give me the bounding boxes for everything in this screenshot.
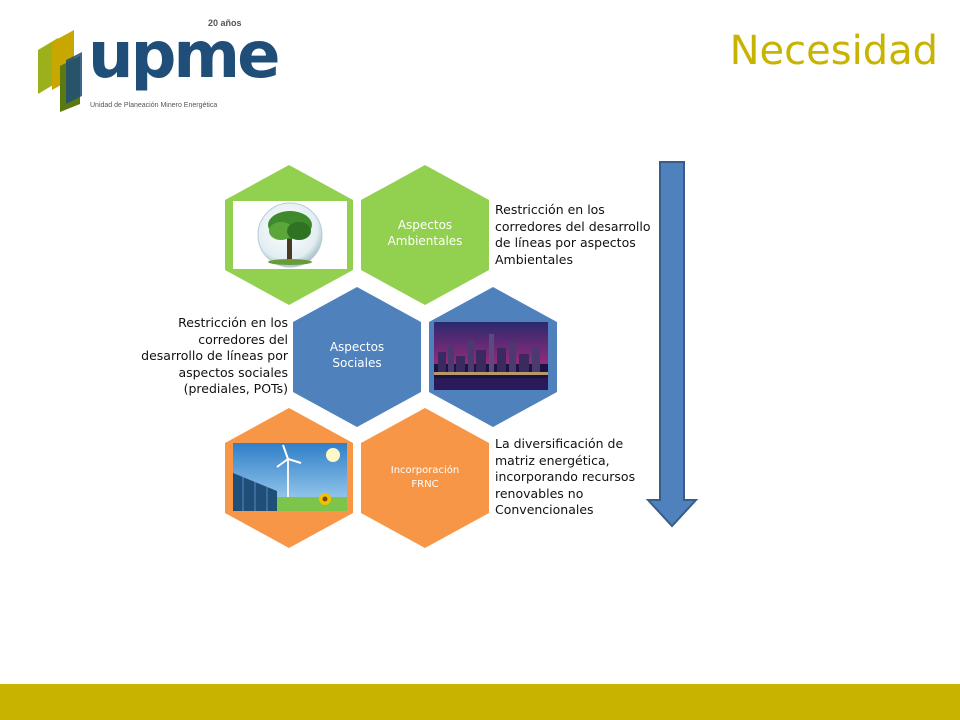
- footer-bar: [0, 684, 960, 720]
- hex-label: Aspectos Ambientales: [387, 218, 463, 248]
- upme-logo: upme 20 años Unidad de Planeación Minero…: [30, 14, 280, 114]
- hex-aspectos-ambientales: Aspectos Ambientales: [361, 165, 489, 305]
- hex-tree-photo: [225, 165, 353, 305]
- hex-incorporacion-frnc: Incorporación FRNC: [361, 408, 489, 548]
- logo-mark-icon: [38, 30, 82, 112]
- logo-wordmark: upme: [88, 19, 280, 93]
- logo-anniversary: 20 años: [208, 18, 242, 28]
- hex-renewables-photo: [225, 408, 353, 548]
- hex-aspectos-sociales: Aspectos Sociales: [293, 287, 421, 427]
- note-frnc: La diversificación de matriz energética,…: [495, 436, 636, 517]
- logo-tagline: Unidad de Planeación Minero Energética: [90, 102, 218, 109]
- hex-label: Aspectos Sociales: [329, 340, 385, 370]
- renewables-image: [233, 443, 347, 511]
- page-title: Necesidad: [729, 28, 938, 74]
- tree-globe-image: [233, 201, 347, 269]
- down-arrow-icon: [645, 161, 699, 528]
- note-sociales: Restricción en los corredores del desarr…: [141, 315, 288, 396]
- note-ambientales: Restricción en los corredores del desarr…: [495, 202, 651, 267]
- hex-label: Incorporación FRNC: [390, 465, 460, 490]
- skyline-icon: [434, 334, 548, 390]
- wind-solar-icon: [233, 444, 347, 511]
- city-skyline-image: [434, 322, 548, 390]
- tree-icon: [257, 202, 323, 268]
- hex-city-photo: [429, 287, 557, 427]
